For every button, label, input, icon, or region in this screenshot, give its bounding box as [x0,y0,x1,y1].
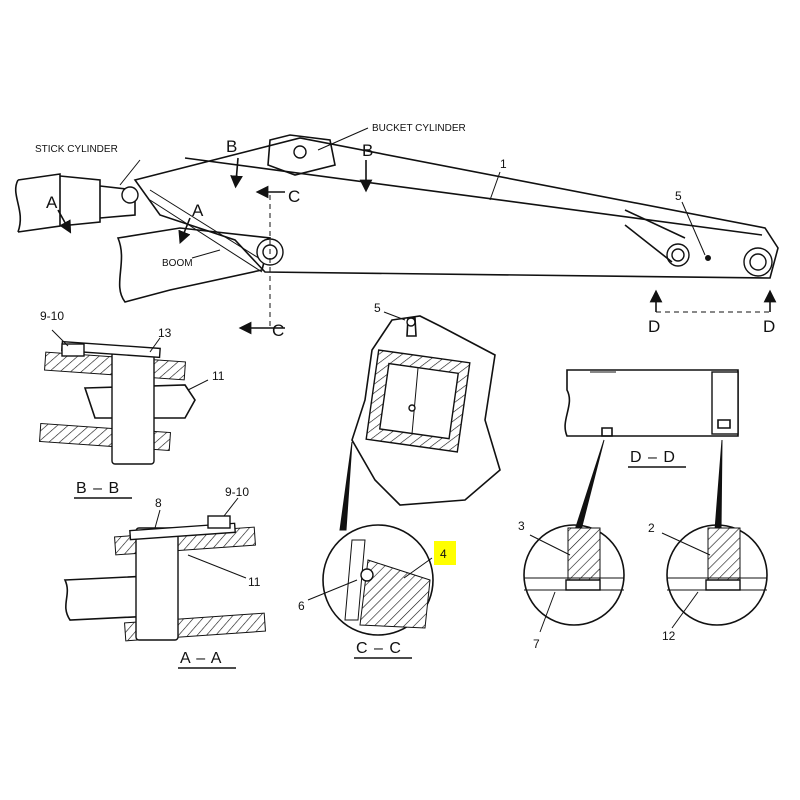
stick-body [133,137,779,279]
part-number-6: 6 [298,599,305,613]
section-dd-view: D – D 3 7 2 12 [518,369,768,651]
section-arrow-d-left: D [648,317,661,336]
part-number-11-bb: 11 [212,369,225,383]
pin-bb [111,351,155,465]
detail-circle-cc [322,524,434,636]
main-stick-view: STICK CYLINDER BUCKET CYLINDER BOOM 1 5 … [14,123,779,340]
part-number-4: 4 [440,547,447,561]
part-number-7: 7 [533,637,540,651]
detail-circle-dd-left [523,524,625,626]
section-arrow-a-mid: A [192,201,204,220]
stick-cylinder-shape [17,173,136,233]
part-number-1: 1 [500,157,507,171]
part-number-3: 3 [518,519,525,533]
section-title-bb: B – B [76,480,120,497]
bucket-cylinder-label: BUCKET CYLINDER [372,123,466,134]
part-number-9-10-bb: 9-10 [40,309,64,323]
pin-aa [135,527,179,641]
section-arrow-b-right: B [362,141,374,160]
part-number-2: 2 [648,521,655,535]
section-arrow-a-left: A [46,193,58,212]
part-number-12: 12 [662,629,676,643]
section-title-cc: C – C [356,640,402,657]
part-number-5-cc: 5 [374,301,381,315]
section-cc-view: 5 4 6 C – C [298,301,501,659]
section-arrow-c-bottom: C [272,321,285,340]
bucket-cylinder-shape [267,134,336,176]
detail-circle-dd-right [666,524,768,626]
section-arrow-d-right: D [763,317,776,336]
part-number-9-10-aa: 9-10 [225,485,249,499]
section-arrow-b-left: B [226,137,238,156]
part-number-13: 13 [158,326,172,340]
grease-fitting [406,317,416,327]
section-title-aa: A – A [180,650,222,667]
boom-label: BOOM [162,258,193,269]
part-number-5-main: 5 [675,189,682,203]
part-number-8: 8 [155,496,162,510]
section-aa-view: 8 9-10 11 A – A [63,485,266,669]
part-number-11-aa: 11 [248,575,261,589]
boom-shape [116,227,271,303]
stick-cylinder-label: STICK CYLINDER [35,144,118,155]
section-title-dd: D – D [630,449,676,466]
section-arrow-c-top: C [288,187,301,206]
part-4-highlight [434,541,456,565]
section-bb-view: 9-10 13 11 B – B [38,309,225,499]
